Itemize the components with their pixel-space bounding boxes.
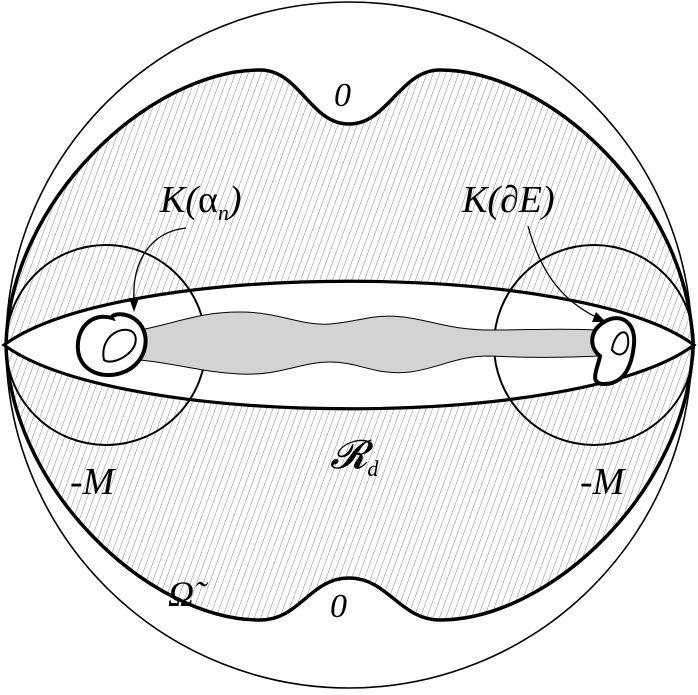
label-zero-top: 0	[334, 77, 351, 114]
arrow-k-alpha-head	[129, 298, 139, 312]
label-region-rd: 𝓡d	[330, 432, 379, 481]
k-alpha-greek: α	[198, 179, 218, 221]
arrow-k-boundary-head	[592, 312, 606, 322]
left-inner-curve	[102, 328, 137, 363]
region-main: 𝓡	[330, 432, 374, 477]
k-alpha-prefix: K(	[159, 179, 200, 221]
arrow-k-boundary	[527, 225, 599, 319]
k-alpha-suffix: )	[227, 179, 242, 221]
region-sub: d	[367, 456, 379, 481]
k-alpha-sub: n	[218, 200, 229, 225]
label-k-boundary: K(∂E)	[461, 179, 555, 221]
label-minus-m-right: -M	[580, 461, 627, 503]
arrow-k-alpha	[133, 227, 187, 301]
label-zero-bottom: 0	[330, 588, 347, 625]
label-minus-m-left: -M	[70, 461, 117, 503]
label-k-alpha-n: K(αn)	[159, 179, 242, 225]
right-inner-curve	[610, 331, 630, 356]
